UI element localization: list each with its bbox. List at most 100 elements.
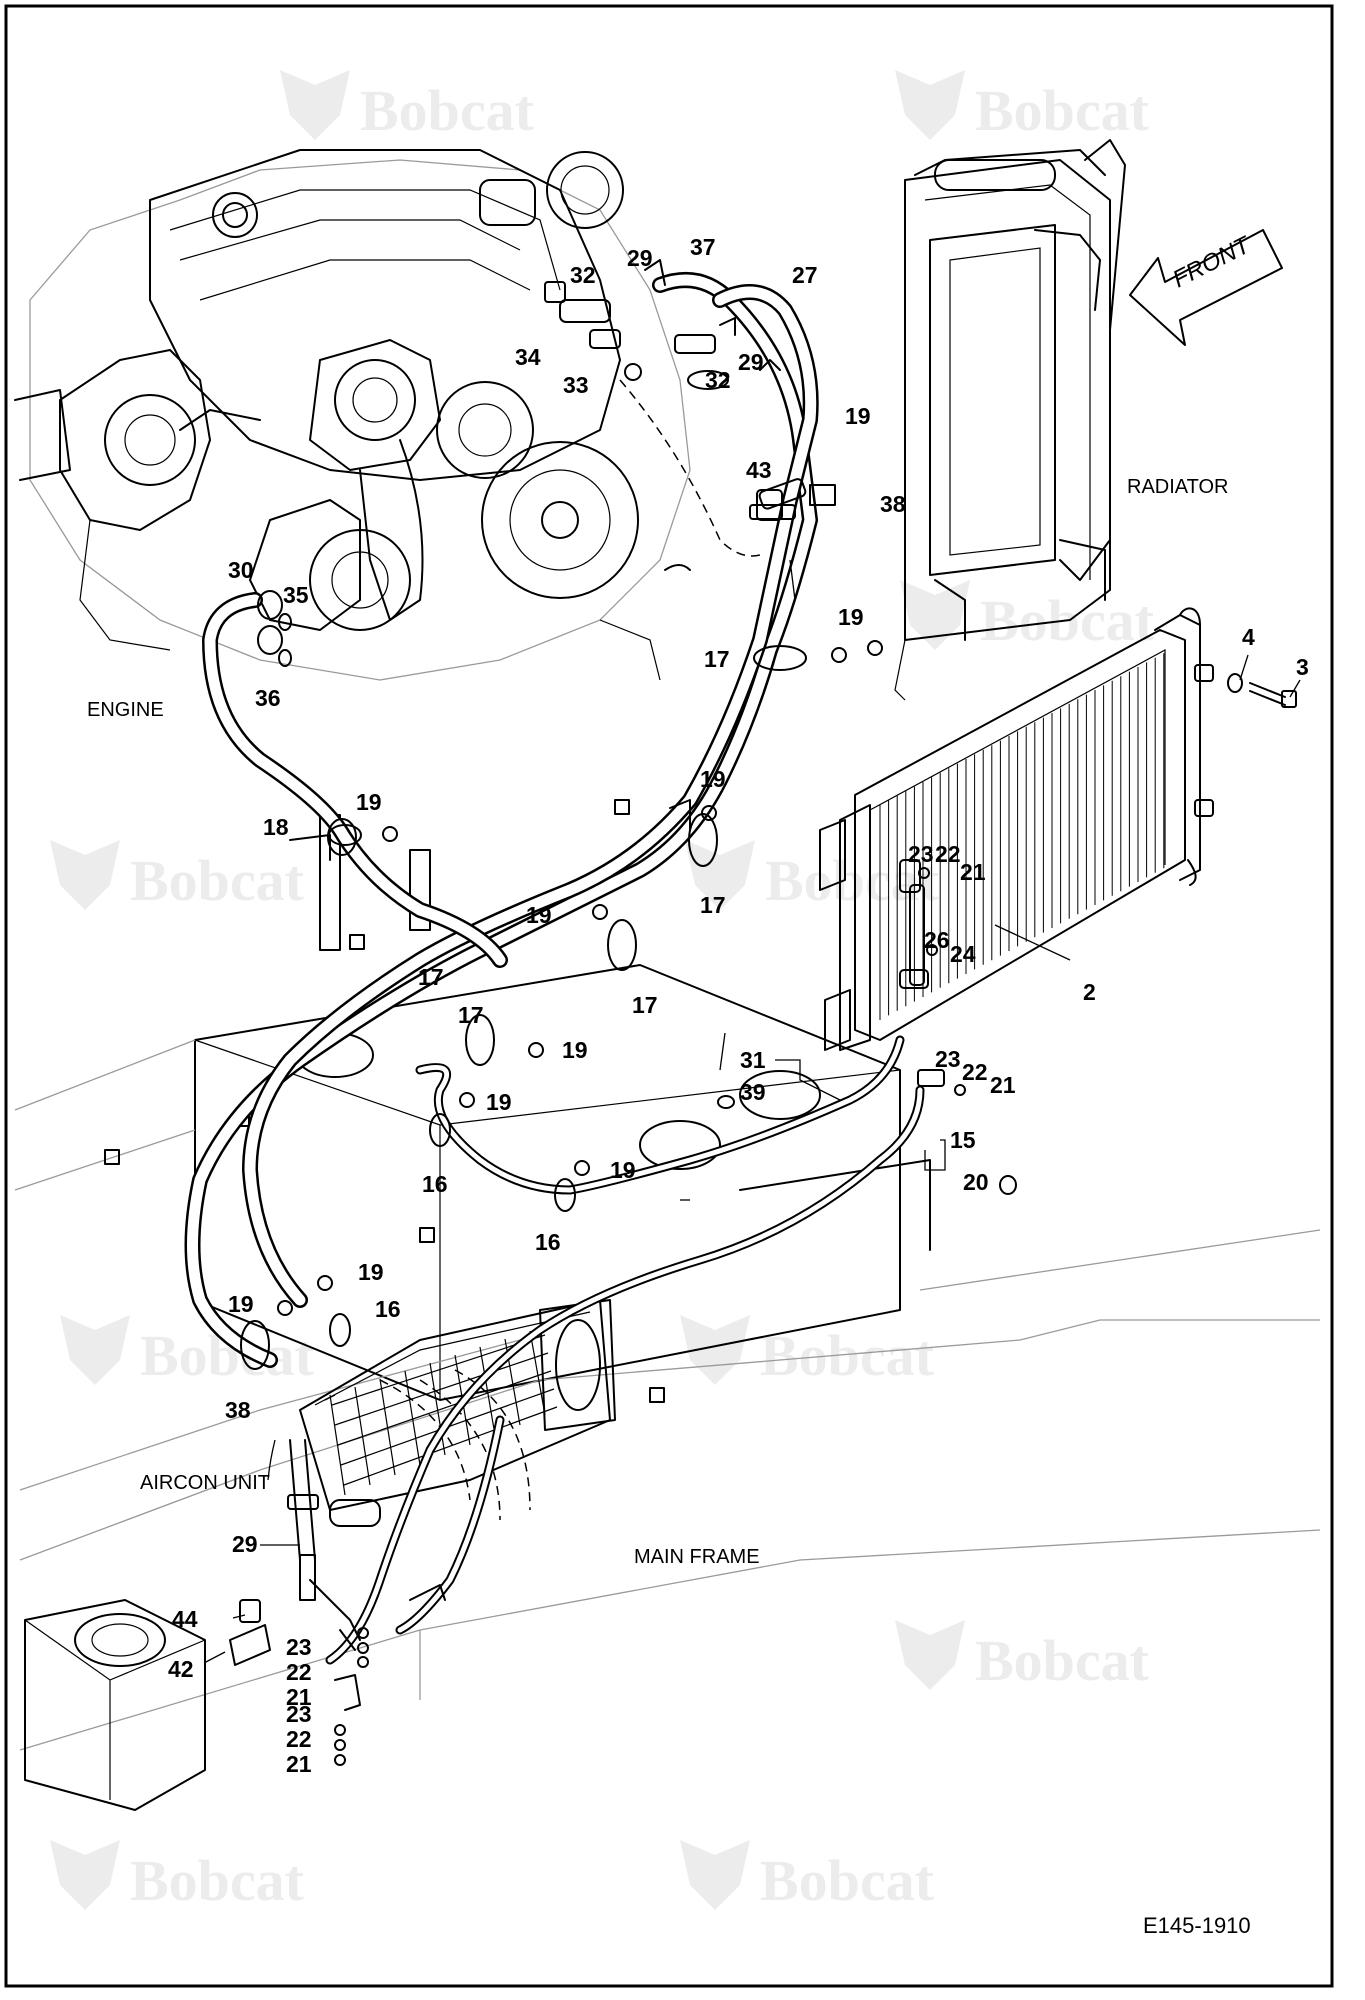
callout-label: 19 (356, 789, 382, 815)
engine-assembly (14, 149, 691, 681)
label-engine: ENGINE (87, 699, 164, 721)
hose-clamps (229, 259, 1017, 1766)
callout-label: 4 (1242, 624, 1255, 650)
callout-label: 31 (740, 1047, 766, 1073)
callout-label: 19 (228, 1291, 254, 1317)
callout-label: 42 (168, 1656, 194, 1682)
refrigerant-hoses (184, 272, 925, 1665)
watermark-text: Bobcat (130, 1848, 305, 1913)
watermark-text: Bobcat (760, 1848, 935, 1913)
callout-label: 29 (232, 1531, 258, 1557)
watermark-text: Bobcat (360, 78, 535, 143)
callout-label: 29 (627, 245, 653, 271)
grille-bar (404, 1370, 421, 1466)
watermark-text: Bobcat (975, 78, 1150, 143)
callout-label: 17 (700, 892, 726, 918)
callout-label: 19 (358, 1259, 384, 1285)
callout-label: 30 (228, 557, 254, 583)
aircon-unit (287, 1299, 616, 1561)
aircon-grille (329, 1330, 558, 1496)
callout-label: 27 (792, 262, 818, 288)
grille-bar (379, 1378, 396, 1476)
label-main-frame: MAIN FRAME (634, 1546, 760, 1568)
watermark-text: Bobcat (975, 1628, 1150, 1693)
callout-label: 19 (700, 766, 726, 792)
hose-37-27 (184, 272, 818, 1368)
callout-label: 39 (740, 1079, 766, 1105)
callout-label: 3 (1296, 654, 1309, 680)
callout-label: 2 (1083, 979, 1096, 1005)
callout-label: 24 (950, 941, 976, 967)
watermark-mark (900, 580, 970, 650)
hose-27 (242, 284, 819, 1308)
bolt-washer-set (1227, 673, 1297, 708)
label-radiator: RADIATOR (1127, 476, 1229, 498)
watermark-mark (50, 1840, 120, 1910)
callout-label: 21 (990, 1072, 1016, 1098)
callout-label: 22 (286, 1726, 312, 1752)
tube-aircon-lower (395, 1415, 505, 1635)
callout-label: 16 (422, 1171, 448, 1197)
callout-label: 21 (286, 1684, 312, 1710)
callout-label: 43 (746, 457, 772, 483)
callout-label: 36 (255, 685, 281, 711)
callout-label: 22 (935, 841, 961, 867)
watermark-mark (895, 1620, 965, 1690)
tube-31 (415, 1035, 905, 1195)
callout-label: 23 (286, 1634, 312, 1660)
callout-label: 19 (486, 1089, 512, 1115)
grille-bar (429, 1362, 446, 1456)
callout-label: 18 (263, 814, 289, 840)
front-arrow (1129, 229, 1283, 346)
watermark-mark (685, 840, 755, 910)
callout-label: 16 (375, 1296, 401, 1322)
callout-label: 17 (704, 646, 730, 672)
leader-lines (203, 559, 1301, 1664)
callout-label: 37 (690, 234, 716, 260)
callout-label: 19 (610, 1157, 636, 1183)
watermark-mark (680, 1840, 750, 1910)
grille-bar (343, 1406, 558, 1486)
radiator-assembly (894, 139, 1126, 701)
callout-label: 17 (418, 964, 444, 990)
front-label: FRONT (1168, 231, 1256, 294)
grille-bar (337, 1370, 552, 1446)
callout-label: 22 (962, 1059, 988, 1085)
callout-label: 44 (172, 1606, 198, 1632)
diagram-code: E145-1910 (1143, 1913, 1251, 1938)
callout-label: 20 (963, 1169, 989, 1195)
callout-label: 17 (632, 992, 658, 1018)
watermark-mark (50, 840, 120, 910)
callout-label: 23 (286, 1701, 312, 1727)
grille-bar (334, 1352, 549, 1426)
callout-label: 23 (935, 1046, 961, 1072)
watermark-mark (895, 70, 965, 140)
callout-label: 19 (562, 1037, 588, 1063)
callout-label: 32 (570, 262, 596, 288)
callout-label: 19 (845, 403, 871, 429)
callout-label: 21 (960, 859, 986, 885)
diagram-border (4, 4, 1334, 1988)
tube-15 (325, 1085, 925, 1665)
callout-label: 26 (924, 927, 950, 953)
callout-label: 16 (535, 1229, 561, 1255)
grille-bar (331, 1334, 546, 1406)
label-aircon-unit: AIRCON UNIT (140, 1472, 270, 1494)
grille-bar (479, 1346, 496, 1436)
condenser-core (819, 607, 1214, 1051)
hose-30 (202, 592, 508, 968)
watermark-text: Bobcat (130, 848, 305, 913)
grille-bar (329, 1394, 346, 1496)
callout-label: 15 (950, 1127, 976, 1153)
callout-label: 33 (563, 372, 589, 398)
watermark-text: Bobcat (760, 1323, 935, 1388)
callout-label: 34 (515, 344, 541, 370)
condenser-fins (879, 653, 1165, 1020)
callout-layer: 2 3 4 15 16 16 16 17 17 17 17 17 18 19 1… (168, 234, 1309, 1777)
watermark-mark (60, 1315, 130, 1385)
callout-label: 32 (705, 367, 731, 393)
callout-label: 23 (908, 841, 934, 867)
callout-label: 19 (526, 902, 552, 928)
